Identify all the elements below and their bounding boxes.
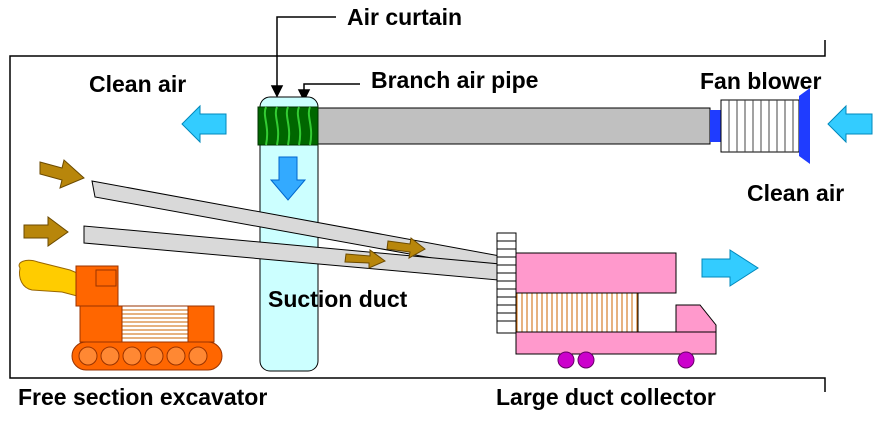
pipe-coupling xyxy=(710,110,722,142)
clean-air-arrows xyxy=(181,104,873,287)
suction-duct-label: Suction duct xyxy=(268,286,408,312)
duct-collector-machine xyxy=(496,232,717,369)
downflow-arrow xyxy=(269,156,307,201)
fan-blower xyxy=(720,88,810,164)
collector-label: Large duct collector xyxy=(496,384,716,410)
main-air-pipe xyxy=(315,107,711,145)
branch-pipe-pointer xyxy=(297,83,360,102)
air-curtain-pointer xyxy=(270,16,336,98)
excavator-label: Free section excavator xyxy=(18,384,268,410)
fan-blower-label: Fan blower xyxy=(700,68,822,94)
air-curtain-coil xyxy=(257,106,319,146)
dust-arrows xyxy=(23,159,426,269)
tunnel-outline xyxy=(9,40,826,392)
clean-air-left-label: Clean air xyxy=(89,71,187,97)
excavator-machine xyxy=(18,259,223,371)
air-curtain-label: Air curtain xyxy=(347,4,463,30)
branch-air-pipe-label: Branch air pipe xyxy=(371,67,539,93)
clean-air-right-label: Clean air xyxy=(747,180,845,206)
